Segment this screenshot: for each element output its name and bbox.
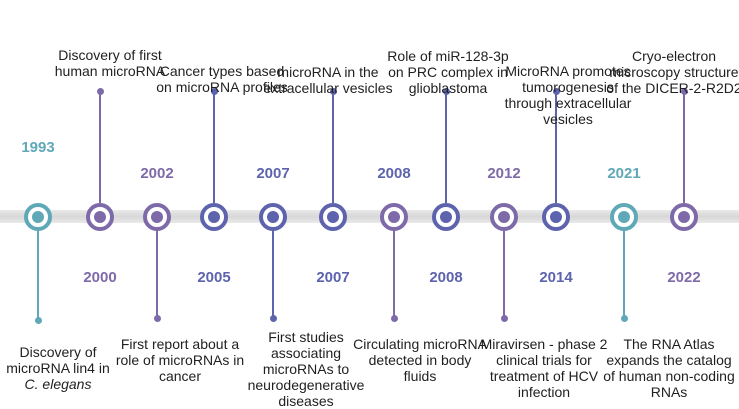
event-node-center	[32, 211, 44, 223]
event-description: Discovery of first human microRNA	[42, 47, 178, 79]
event-description: First studies associating microRNAs to n…	[238, 329, 374, 409]
event-node-center	[440, 211, 452, 223]
event-node-center	[208, 211, 220, 223]
event-description-text: The RNA Atlas expands the catalog of hum…	[603, 336, 735, 400]
event-stem-dot	[329, 88, 337, 95]
event-year: 2000	[83, 269, 117, 286]
event-stem	[37, 225, 39, 320]
event-stem-dot	[34, 317, 42, 324]
event-description: Role of miR-128-3p on PRC complex in gli…	[380, 48, 516, 96]
event-year: 2008	[429, 269, 463, 286]
event-node	[490, 203, 518, 231]
event-node	[319, 203, 347, 231]
event-node-center	[550, 211, 562, 223]
event-description-text: First report about a role of microRNAs i…	[115, 336, 245, 384]
event-description-text: Circulating microRNA detected in body fl…	[353, 336, 487, 384]
event-description-text: MicroRNA promotes tumorogenesis through …	[504, 63, 632, 127]
event-node-center	[498, 211, 510, 223]
event-stem-dot	[269, 315, 277, 322]
event-year: 2008	[377, 165, 411, 182]
event-description: Cancer types based on microRNA profiles	[154, 63, 290, 95]
event-stem	[156, 225, 158, 318]
event-node-center	[678, 211, 690, 223]
event-description: Circulating microRNA detected in body fl…	[352, 336, 488, 384]
event-stem	[503, 225, 505, 318]
event-node	[259, 203, 287, 231]
event-stem	[99, 92, 101, 203]
event-stem-dot	[620, 315, 628, 322]
event-year: 2014	[539, 269, 573, 286]
event-stem	[272, 225, 274, 318]
event-node	[670, 203, 698, 231]
event-description: MicroRNA promotes tumorogenesis through …	[500, 63, 636, 127]
event-stem-dot	[153, 315, 161, 322]
event-stem-dot	[210, 88, 218, 95]
event-node	[542, 203, 570, 231]
event-year: 1993	[21, 139, 55, 156]
event-node-center	[388, 211, 400, 223]
event-stem-dot	[442, 88, 450, 95]
event-node-center	[267, 211, 279, 223]
event-stem-dot	[96, 88, 104, 95]
event-description: microRNA in the extracellular vesicles	[260, 64, 396, 96]
event-node-center	[151, 211, 163, 223]
event-description-text: Discovery of first human microRNA	[54, 47, 166, 79]
event-node-center	[327, 211, 339, 223]
event-year: 2002	[140, 165, 174, 182]
event-year: 2005	[197, 269, 231, 286]
event-node	[432, 203, 460, 231]
event-description: First report about a role of microRNAs i…	[112, 336, 248, 384]
event-stem-dot	[552, 88, 560, 95]
event-node	[610, 203, 638, 231]
event-stem	[683, 92, 685, 203]
event-year: 2021	[607, 165, 641, 182]
event-node	[143, 203, 171, 231]
event-node	[24, 203, 52, 231]
event-stem	[623, 225, 625, 318]
event-stem	[445, 92, 447, 203]
event-description-text: Cancer types based on microRNA profiles	[156, 63, 288, 95]
event-node-center	[94, 211, 106, 223]
event-stem-dot	[390, 315, 398, 322]
event-node	[200, 203, 228, 231]
event-description-text: Discovery of microRNA lin4 in	[6, 344, 110, 376]
event-node-center	[618, 211, 630, 223]
event-stem	[332, 92, 334, 203]
event-description-text: microRNA in the extracellular vesicles	[263, 64, 393, 96]
event-node	[86, 203, 114, 231]
event-description: Cryo-electron microscopy structure of th…	[606, 48, 739, 96]
event-year: 2007	[316, 269, 350, 286]
event-stem	[555, 92, 557, 203]
event-description-text: First studies associating microRNAs to n…	[247, 329, 365, 409]
event-stem	[393, 225, 395, 318]
event-year: 2007	[256, 165, 290, 182]
event-year: 2022	[667, 269, 701, 286]
event-description-text: Cryo-electron microscopy structure of th…	[606, 48, 739, 96]
event-year: 2012	[487, 165, 521, 182]
event-description-text: Role of miR-128-3p on PRC complex in gli…	[387, 48, 509, 96]
event-stem-dot	[500, 315, 508, 322]
event-stem	[213, 92, 215, 203]
event-description: The RNA Atlas expands the catalog of hum…	[601, 336, 737, 400]
event-description-text: Miravirsen - phase 2 clinical trials for…	[480, 336, 608, 400]
event-stem-dot	[680, 88, 688, 95]
event-description: Miravirsen - phase 2 clinical trials for…	[476, 336, 612, 400]
event-node	[380, 203, 408, 231]
event-description-italic: C. elegans	[24, 376, 92, 392]
